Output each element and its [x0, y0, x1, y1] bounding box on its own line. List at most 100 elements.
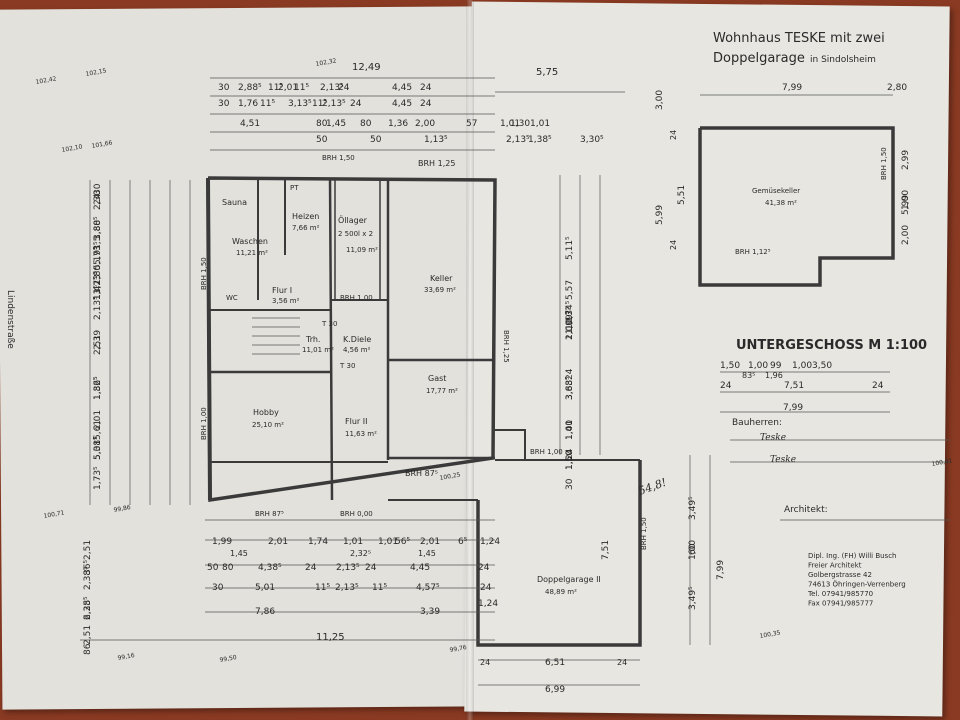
dim-bottom-r2-2: 1,45	[418, 549, 436, 558]
dim-top-r3-0: 4,51	[240, 119, 260, 129]
dim-mid-4: 10,74⁵	[565, 300, 575, 330]
dim-mid-13: 24	[565, 448, 575, 460]
dim-bottom-r3-3: 24	[305, 563, 317, 573]
dim-top-total: 12,49	[352, 62, 381, 73]
room-kdiele: K.Diele	[343, 335, 371, 344]
dim-mid-6: 3,63	[565, 380, 575, 400]
door-t30-b: T 30	[339, 362, 355, 370]
brh-2: BRH 1,25	[418, 159, 455, 168]
plan-label: UNTERGESCHOSS M 1:100	[736, 338, 927, 353]
door-t30-a: T 30	[321, 320, 337, 328]
dim-bottom-r1-6: 2,01	[420, 537, 440, 547]
dim-bottom-r5-0: 7,86	[255, 607, 275, 617]
garage-outline	[476, 460, 642, 647]
dim-top-r4-0: 50	[316, 135, 328, 145]
room-oellager-tank: 2 500l x 2	[338, 230, 373, 238]
dim-left-18: 24	[93, 193, 103, 205]
field-signature-2: Teske	[770, 455, 796, 465]
dim-legend-r1-3: 1,00	[792, 361, 812, 371]
street-label: Lindenstraße	[5, 290, 15, 349]
dim-garage-width: 6,51	[545, 658, 565, 668]
brh-6: BRH 1,00	[340, 294, 373, 302]
stamp-line-2: Golbergstrasse 42	[808, 571, 872, 579]
room-oellager-area: 11,09 m²	[346, 246, 378, 254]
dim-mid-10: 1,01	[565, 420, 575, 440]
dim-bottom-r1-2: 1,74	[308, 537, 328, 547]
dim-top-r1-7: 4,45	[392, 83, 412, 93]
brh-5: BRH 1,25	[502, 330, 510, 363]
brh-11: BRH 1,50	[640, 517, 648, 550]
dim-bottom-r1-1: 2,01	[268, 537, 288, 547]
dim-mid-3: 5,57	[565, 280, 575, 300]
dim-gemuese-s-1: 24	[669, 240, 678, 250]
dim-bottom-r3-5: 24	[365, 563, 377, 573]
level-marker-6: 100,71	[43, 509, 65, 520]
dim-top-r3-1: 80	[316, 119, 328, 129]
level-marker-7: 99,86	[113, 504, 131, 514]
dim-left-20: 11⁵	[93, 285, 103, 300]
stamp-line-1: Freier Architekt	[808, 562, 862, 570]
dim-mid-7: 3,88⁵	[565, 376, 575, 400]
dim-bottom-r3-4: 2,13⁵	[336, 563, 360, 573]
room-trh: Trh.	[305, 335, 320, 344]
dim-garage-side-1: 24	[617, 658, 627, 667]
dim-left-6: 5,19⁵	[93, 246, 103, 270]
brh-13: BRH 1,50	[880, 147, 888, 180]
dim-left-10: 1,86⁵	[93, 376, 103, 400]
dim-bottom-r3-0: 50	[207, 563, 219, 573]
dim-left-16: 1,42⁵	[93, 276, 103, 300]
stamp-line-3: 74613 Öhringen-Verrenberg	[808, 580, 906, 589]
dim-mid-12: 1,50	[565, 450, 575, 470]
dim-left-1: 5,73⁵	[93, 241, 103, 265]
dim-mid-11: 1,50	[565, 450, 575, 470]
dim-top-r2-4: 11⁵	[312, 99, 327, 109]
level-marker-10: 99,76	[449, 644, 467, 654]
house-left-wall	[206, 177, 212, 501]
dim-garage-right-2: 60	[688, 543, 698, 555]
dim-mid-0: 5,11⁵	[565, 236, 575, 260]
dim-garage-side-0: 24	[480, 658, 490, 667]
field-architekt: Architekt:	[784, 505, 828, 515]
brh-7: BRH 87⁵	[405, 469, 438, 478]
dim-mid-1: 2,00	[565, 320, 575, 340]
title-line1: Wohnhaus TESKE mit zwei	[713, 31, 885, 46]
dim-top-r3-6: 57	[466, 119, 477, 129]
dim-top-r1-2: 11⁵	[268, 83, 283, 93]
dim-left-9: 5,38⁵	[93, 436, 103, 460]
brh-12: BRH 1,12⁵	[735, 248, 771, 256]
level-marker-4: 102,32	[315, 57, 337, 68]
dim-bottom-left-4: 2,38⁵	[83, 596, 93, 620]
dim-left-7: 2,51	[93, 335, 103, 355]
brh-8: BRH 87⁵	[255, 510, 284, 518]
room-oellager: Öllager	[338, 215, 368, 225]
dim-left-21: 1,5	[93, 236, 103, 250]
walls	[206, 126, 895, 647]
dim-top-r3-5: 2,00	[415, 119, 435, 129]
dim-legend-r1-1: 1,00	[748, 361, 768, 371]
room-keller-area: 33,69 m²	[424, 286, 456, 294]
dim-bottom-r1-8: 1,24	[480, 537, 500, 547]
dim-top-r2-8: 24	[420, 99, 432, 109]
dim-bottom-r4-5: 4,57⁵	[416, 583, 440, 593]
dim-left-3: 2,39	[93, 330, 103, 350]
dim-top-r3-4: 1,36	[388, 119, 408, 129]
dim-left-8: 2,13⁵	[93, 296, 103, 320]
level-marker-1: 102,15	[85, 67, 107, 78]
dim-left-17: 1,80	[93, 265, 103, 285]
field-bauherren: Bauherren:	[732, 418, 782, 428]
dim-gemuese-right: 2,80	[887, 83, 907, 93]
dim-mid-9: 1,40	[565, 420, 575, 440]
dim-gemuese-s-0: 24	[669, 130, 678, 140]
dim-bottom-r1-3: 1,01	[343, 537, 363, 547]
title-line2-suffix: in Sindolsheim	[810, 55, 876, 65]
dim-bottom-r1-0: 1,99	[212, 537, 232, 547]
dim-left-5: 3,88⁵	[93, 216, 103, 240]
dim-legend-r1-2: 99	[770, 361, 782, 371]
dim-bottom-r1-4: 1,01	[378, 537, 398, 547]
dim-top-r4-1: 50	[370, 135, 382, 145]
room-heizen-area: 7,66 m²	[292, 224, 320, 232]
dim-top-r2-5: 2,13⁵	[322, 99, 346, 109]
dim-bottom-total: 11,25	[316, 632, 345, 643]
